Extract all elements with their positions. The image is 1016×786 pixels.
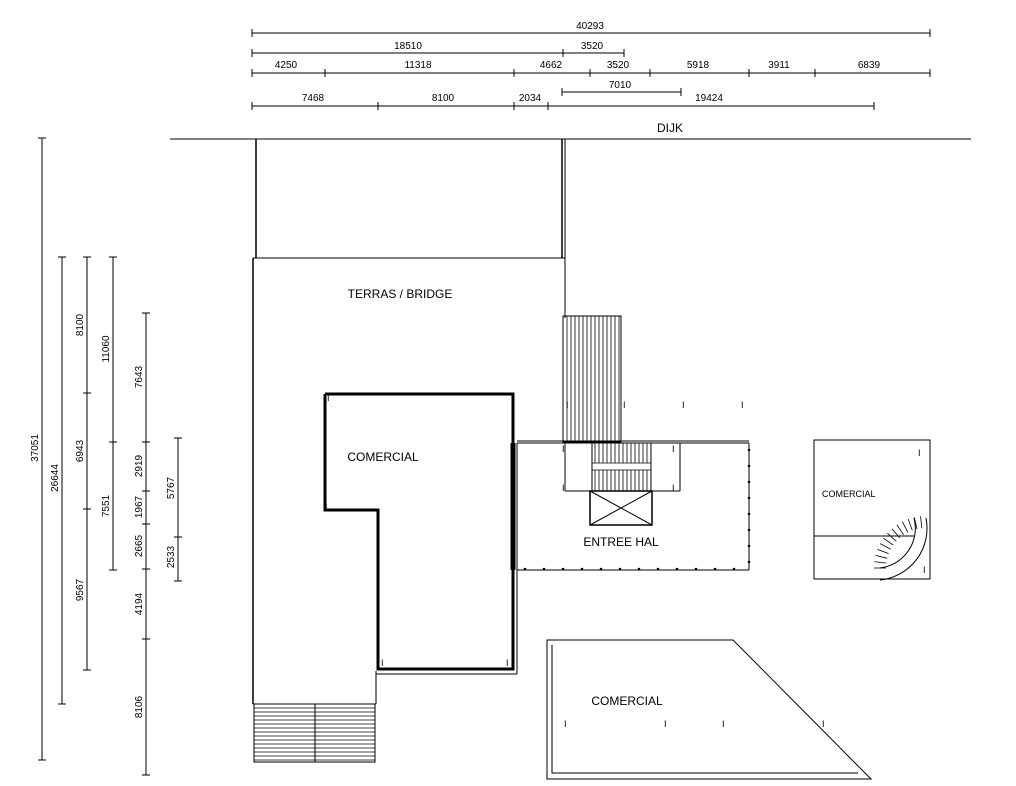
spiral-tread [875, 555, 888, 559]
dim-top-4662: 4662 [540, 60, 563, 71]
wall-marker [523, 567, 527, 571]
column-marker: I [327, 393, 330, 403]
column-marker: I [672, 444, 675, 454]
spiral-tread [883, 537, 894, 546]
dim-left-2665: 2665 [134, 534, 145, 557]
wall-marker [542, 567, 546, 571]
wall-marker [675, 567, 679, 571]
spiral-tread [874, 561, 887, 564]
column-marker: I [381, 658, 384, 668]
wall-marker [713, 567, 717, 571]
dijk-line: DIJK [170, 121, 971, 140]
spiral-tread [879, 543, 891, 550]
dim-left-9567: 9567 [75, 578, 86, 601]
column-marker: I [918, 448, 921, 458]
wall-marker [747, 496, 751, 500]
spiral-tread [896, 524, 904, 536]
dim-left-37051: 37051 [30, 434, 41, 462]
dim-left-4194: 4194 [134, 592, 145, 615]
dim-left-7643: 7643 [134, 365, 145, 388]
terras-bridge-block: TERRAS / BRIDGE [252, 139, 566, 705]
dijk-label: DIJK [657, 121, 683, 135]
spiral-tread [902, 521, 909, 533]
dim-left-8106: 8106 [134, 695, 145, 718]
entree-hal-wall-markers [523, 448, 751, 571]
wall-marker [747, 544, 751, 548]
dim-top-11318: 11318 [404, 60, 432, 71]
top-dimensions: 40293 18510 3520 4250 11318 4662 3520 59… [251, 21, 931, 110]
dim-top-6839: 6839 [858, 60, 881, 71]
wall-marker [561, 567, 565, 571]
column-marker: I [822, 719, 825, 729]
stair-bottom-left [253, 703, 376, 763]
wall-marker [747, 560, 751, 564]
column-marker: I [564, 719, 567, 729]
terras-label: TERRAS / BRIDGE [348, 287, 453, 301]
wall-marker [618, 567, 622, 571]
wall-marker [637, 567, 641, 571]
left-dimensions: 37051 26644 8100 6943 9567 11060 7551 76… [30, 137, 182, 776]
wall-marker [599, 567, 603, 571]
dim-top-3520b: 3520 [607, 60, 630, 71]
dim-top-3520a: 3520 [581, 41, 604, 52]
dim-top-5918: 5918 [687, 60, 710, 71]
wall-marker [747, 448, 751, 452]
entree-hal-label: ENTREE HAL [583, 535, 659, 549]
wall-marker [580, 567, 584, 571]
dim-left-2919: 2919 [134, 454, 145, 477]
dim-top-18510: 18510 [394, 41, 422, 52]
wall-marker [747, 512, 751, 516]
dim-top-19424: 19424 [695, 93, 723, 104]
column-marker: I [722, 719, 725, 729]
spiral-tread [920, 516, 923, 529]
comercial-bottom: COMERCIAL I I I I [546, 639, 873, 780]
column-marker: I [566, 400, 569, 410]
column-marker: I [623, 400, 626, 410]
comercial-right-label: COMERCIAL [822, 489, 876, 499]
dim-left-5767: 5767 [166, 476, 177, 499]
dim-top-7468: 7468 [302, 93, 325, 104]
dim-left-7551: 7551 [101, 494, 112, 517]
column-marker: I [562, 483, 565, 493]
dim-top-40293: 40293 [576, 21, 604, 32]
column-marker: I [682, 400, 685, 410]
spiral-tread [887, 532, 897, 542]
column-marker: I [664, 719, 667, 729]
spiral-tread [907, 518, 913, 531]
wall-marker [747, 464, 751, 468]
dim-left-2533: 2533 [166, 545, 177, 568]
dim-left-1967: 1967 [134, 495, 145, 518]
comercial-main: COMERCIAL I I I I [323, 392, 516, 671]
dim-left-11060: 11060 [101, 335, 112, 363]
dim-left-26644: 26644 [50, 464, 61, 492]
comercial-bottom-label: COMERCIAL [591, 694, 663, 708]
spiral-tread [877, 548, 889, 555]
spiral-tread [891, 528, 901, 539]
wall-marker [747, 480, 751, 484]
wall-marker [747, 528, 751, 532]
dim-top-2034: 2034 [519, 93, 542, 104]
column-marker: I [325, 502, 328, 512]
column-marker: I [923, 565, 926, 575]
entree-hal: ENTREE HAL I I I I I I I I [516, 400, 750, 571]
dim-top-7010: 7010 [609, 80, 632, 91]
column-marker: I [506, 658, 509, 668]
column-marker: I [672, 483, 675, 493]
stair-bridge-hatched [562, 315, 622, 443]
dim-left-6943: 6943 [75, 439, 86, 462]
wall-marker [656, 567, 660, 571]
dim-top-4250: 4250 [275, 60, 298, 71]
spiral-tread [913, 517, 918, 530]
dim-top-3911: 3911 [768, 60, 790, 71]
wall-marker [732, 567, 736, 571]
comercial-right: COMERCIAL I I [813, 439, 931, 581]
wall-marker [694, 567, 698, 571]
dim-left-8100: 8100 [75, 313, 86, 336]
dim-top-8100: 8100 [432, 93, 455, 104]
column-marker: I [562, 444, 565, 454]
column-marker: I [741, 400, 744, 410]
comercial-main-label: COMERCIAL [347, 450, 419, 464]
